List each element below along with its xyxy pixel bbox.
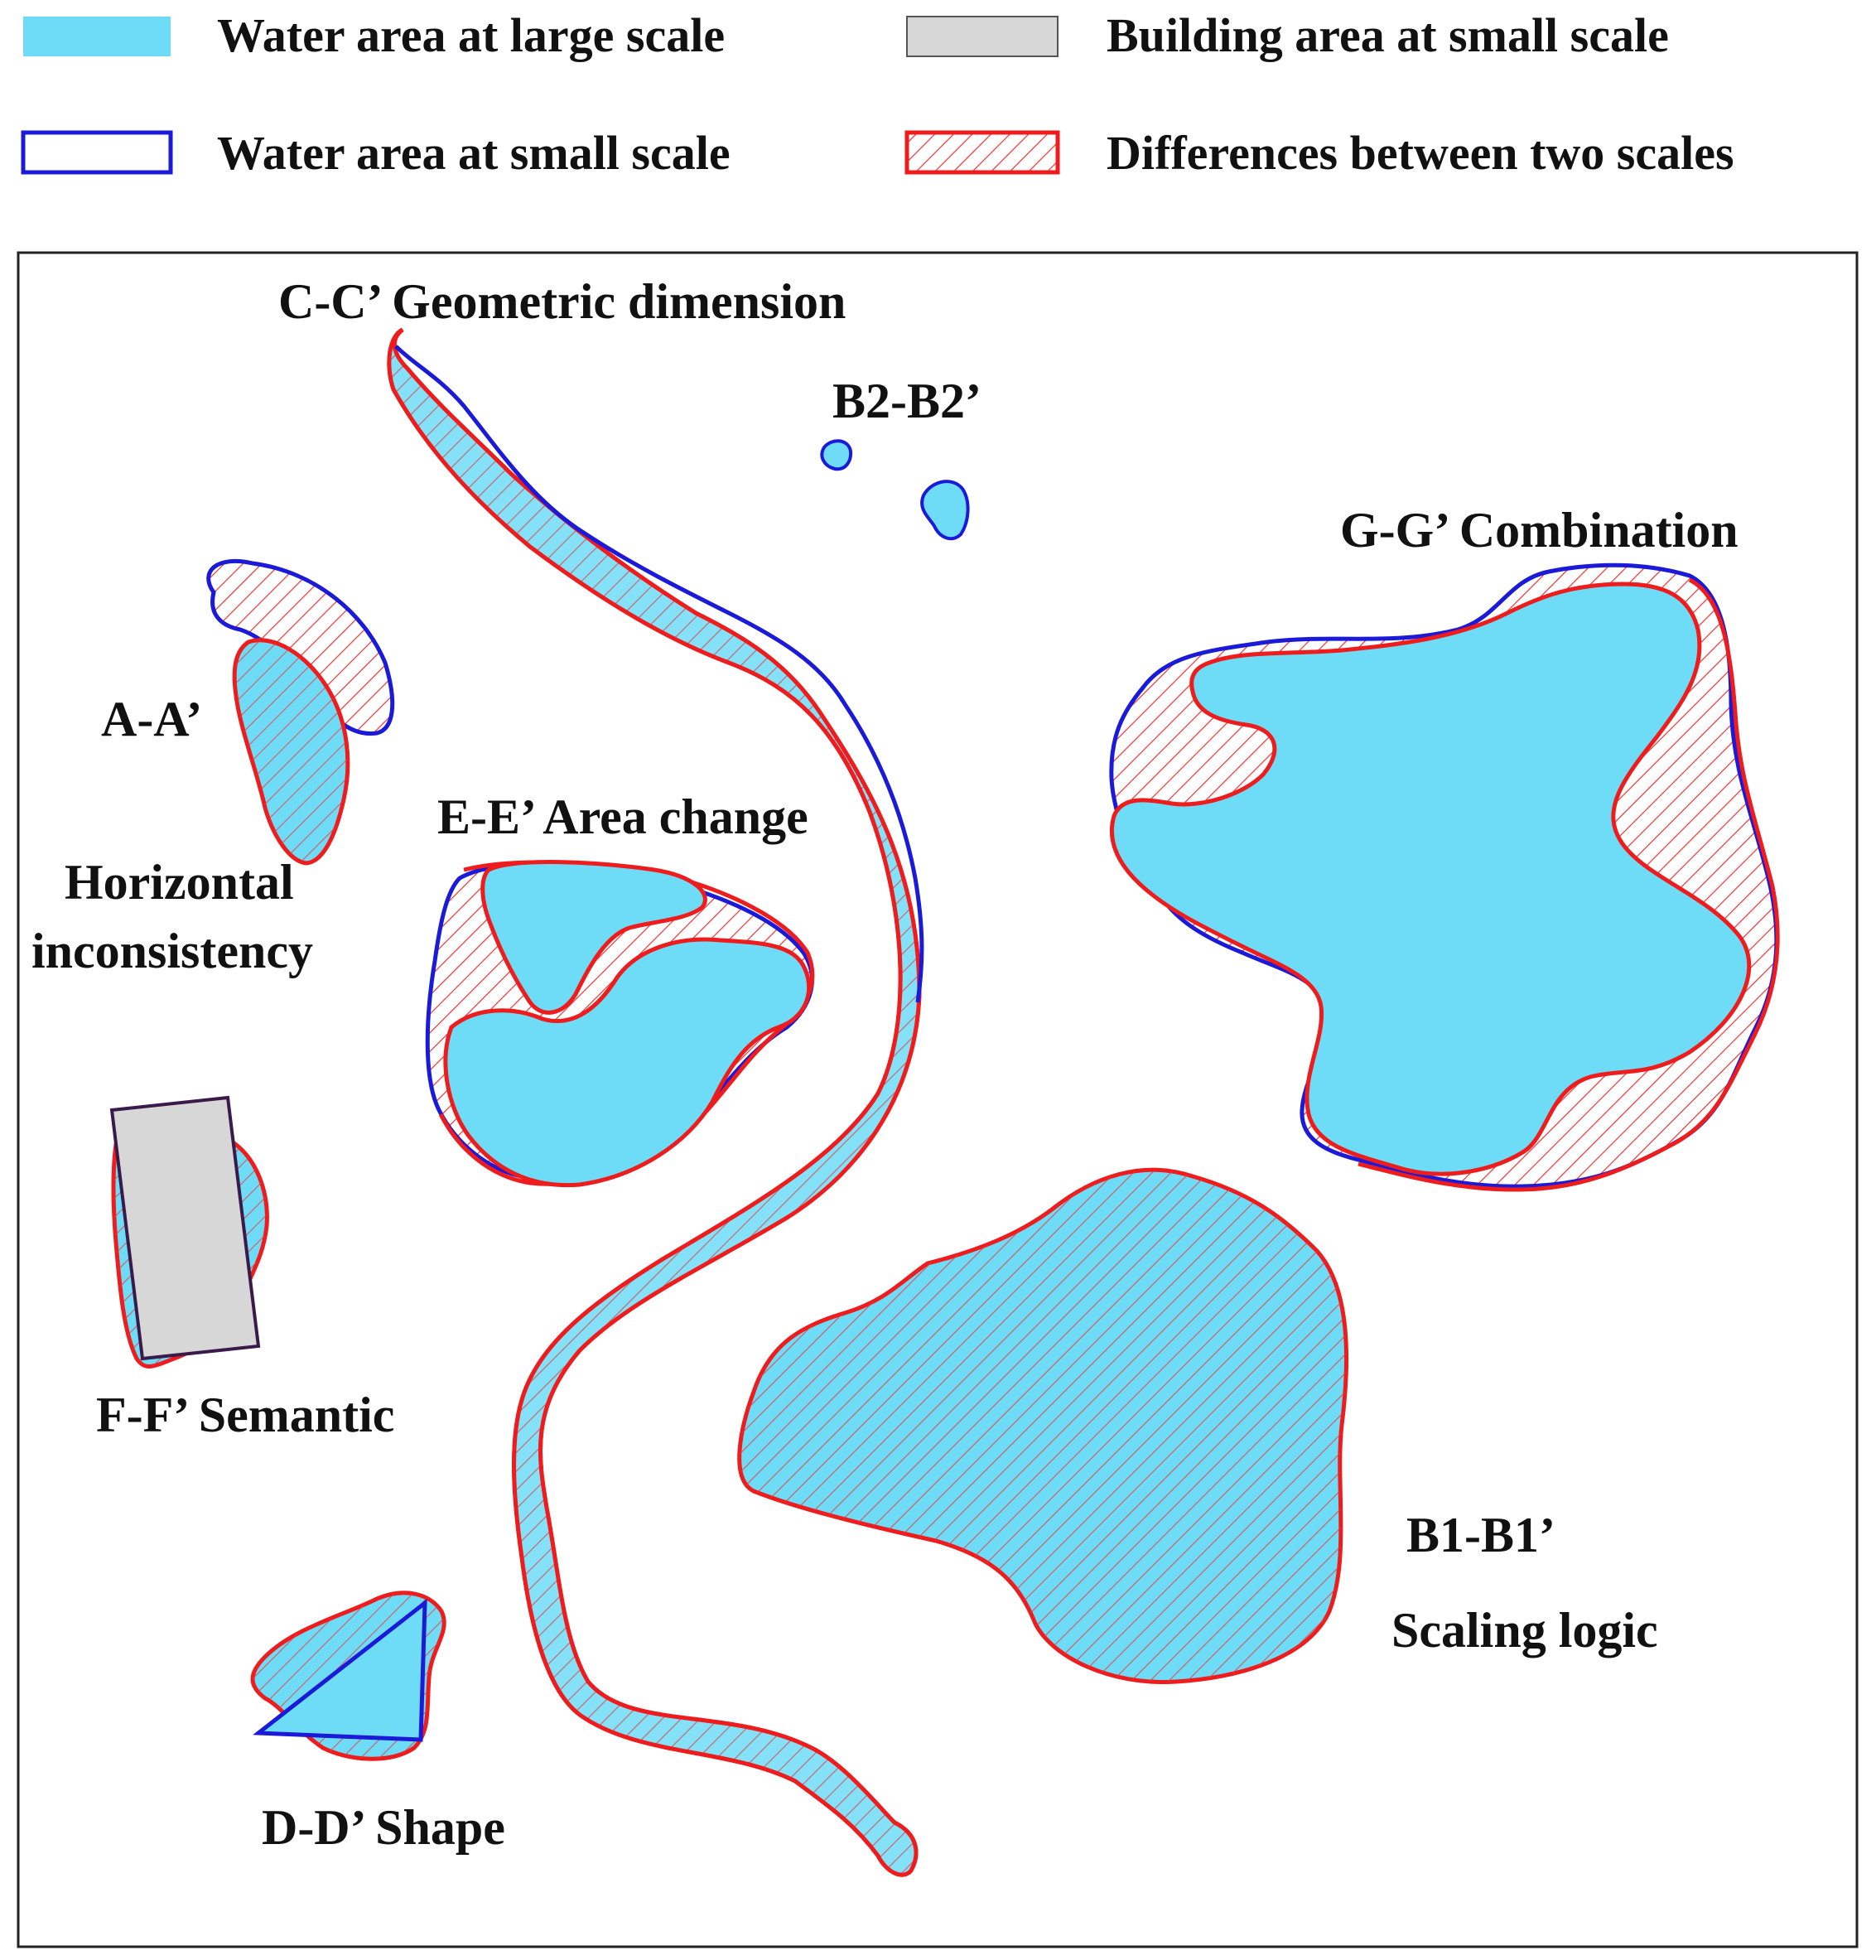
- label-ff: F-F’ Semantic: [96, 1388, 394, 1442]
- feature-dd: [250, 1591, 446, 1761]
- legend: Water area at large scale Building area …: [21, 8, 1734, 180]
- lake-aa: [206, 558, 395, 866]
- lake-gg-outer-red: [1358, 577, 1780, 1192]
- label-b1: B1-B1’: [1406, 1508, 1555, 1562]
- label-cc: C-C’ Geometric dimension: [278, 274, 846, 329]
- label-ee: E-E’ Area change: [437, 789, 808, 844]
- lake-aa-small-scale: [206, 558, 395, 736]
- feature-ff: [109, 1095, 269, 1369]
- river-cc: [387, 327, 924, 1877]
- map-frame: [17, 251, 1859, 1948]
- pond-b2-2: [920, 480, 970, 541]
- legend-swatch-water-large: [23, 17, 171, 56]
- label-scaling: Scaling logic: [1391, 1603, 1658, 1658]
- lake-b1-hatch: [739, 1170, 1347, 1682]
- river-cc-small-scale-line: [394, 345, 924, 1003]
- label-aa: A-A’: [101, 692, 202, 746]
- lake-ee-water-upper: [480, 860, 707, 1015]
- legend-label-differences: Differences between two scales: [1107, 126, 1734, 180]
- lake-ee: [425, 860, 815, 1188]
- lake-ee-water-lower: [443, 937, 812, 1188]
- label-dd: D-D’ Shape: [262, 1800, 505, 1855]
- label-b2: B2-B2’: [832, 374, 981, 428]
- lake-gg-large-scale: [1109, 582, 1752, 1176]
- legend-swatch-differences: [904, 130, 1060, 175]
- pond-b2-1: [820, 439, 853, 471]
- label-horizontal-1: Horizontal: [65, 855, 294, 910]
- labels: C-C’ Geometric dimension B2-B2’ G-G’ Com…: [31, 274, 1739, 1855]
- legend-swatch-water-small: [21, 130, 173, 175]
- ponds-b2: [820, 439, 970, 541]
- lake-b1: [737, 1167, 1349, 1684]
- lake-gg: [1109, 562, 1780, 1192]
- legend-label-water-small: Water area at small scale: [217, 126, 731, 180]
- legend-swatch-building-small: [906, 16, 1059, 57]
- legend-label-water-large: Water area at large scale: [217, 8, 725, 62]
- lake-aa-large-hatch: [234, 640, 348, 863]
- lake-dd-small-scale: [253, 1598, 427, 1742]
- label-gg: G-G’ Combination: [1340, 503, 1739, 558]
- building-ff: [109, 1095, 261, 1361]
- label-horizontal-2: inconsistency: [31, 924, 313, 978]
- legend-label-building-small: Building area at small scale: [1107, 8, 1669, 62]
- river-cc-hatch-overlay: [387, 327, 922, 1877]
